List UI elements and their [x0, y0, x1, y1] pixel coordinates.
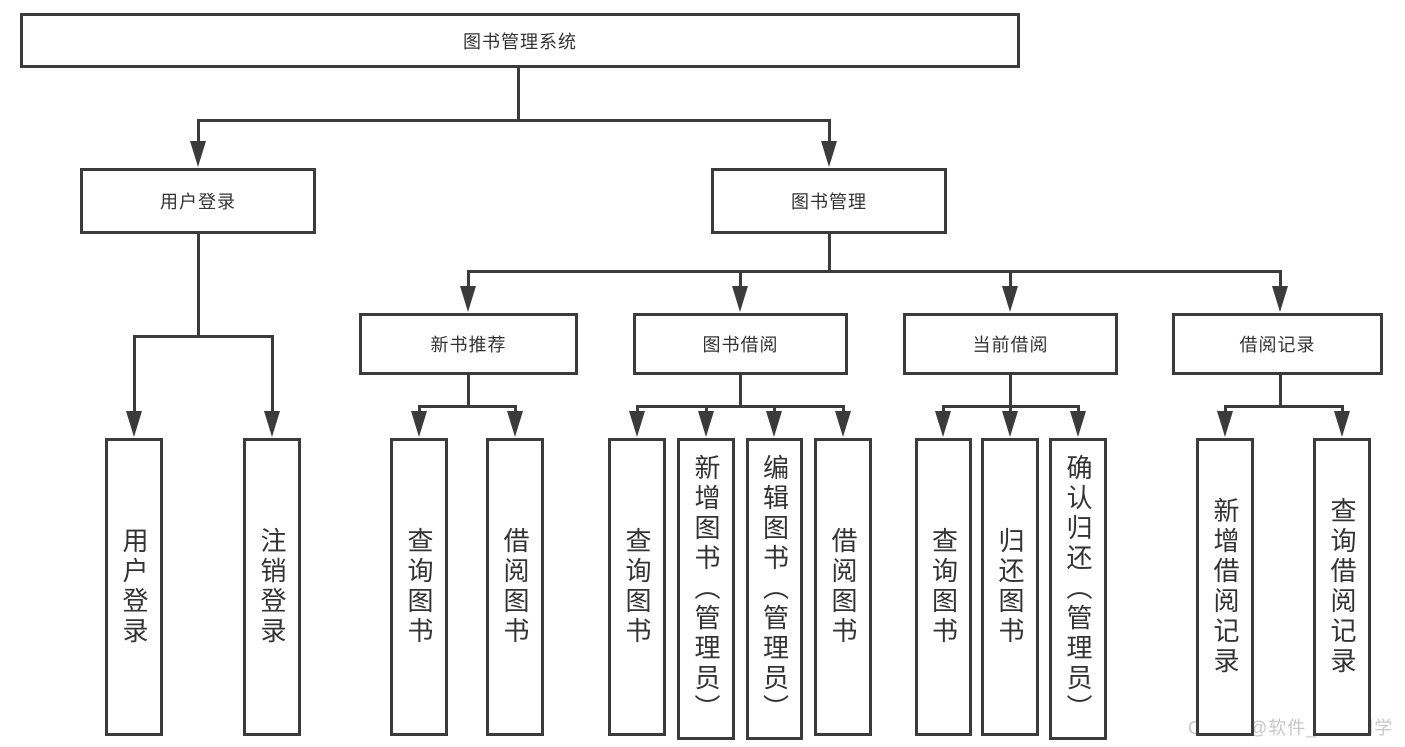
- connector-stem: [196, 234, 200, 336]
- connector-stem: [827, 234, 831, 271]
- arrow-down-icon: [935, 411, 951, 437]
- node-label: 确认归还（管理员）: [1063, 454, 1093, 724]
- connector-stem: [516, 68, 520, 120]
- node-label: 新增借阅记录: [1210, 497, 1240, 677]
- connector-drop: [1278, 271, 1282, 292]
- node-label: 用户登录: [119, 527, 149, 647]
- node-v-logout: 注销登录: [243, 438, 301, 736]
- arrow-down-icon: [460, 286, 476, 312]
- node-borrowing-records: 借阅记录: [1172, 313, 1383, 375]
- node-label: 当前借阅: [972, 335, 1049, 355]
- connector-stem: [1278, 375, 1282, 406]
- node-book-management: 图书管理: [711, 168, 947, 234]
- connector-bar: [132, 334, 274, 338]
- node-label: 查询借阅记录: [1327, 497, 1357, 677]
- connector-bar: [196, 118, 831, 122]
- arrow-down-icon: [411, 411, 427, 437]
- node-v-query-book-1: 查询图书: [390, 438, 448, 736]
- node-label: 查询图书: [928, 527, 959, 647]
- node-new-book-recommend: 新书推荐: [359, 313, 578, 375]
- arrow-down-icon: [507, 411, 523, 437]
- node-book-borrowing: 图书借阅: [633, 313, 848, 375]
- connector-stem: [738, 375, 742, 406]
- connector-stem: [466, 375, 470, 406]
- node-label: 用户登录: [160, 192, 236, 212]
- node-v-borrow-book-2: 借阅图书: [814, 438, 872, 736]
- connector-drop: [466, 271, 470, 292]
- arrow-down-icon: [1334, 411, 1350, 437]
- arrow-down-icon: [732, 286, 748, 312]
- connector-bar: [635, 404, 845, 408]
- node-v-edit-book: 编辑图书（管理员）: [746, 438, 803, 740]
- node-v-query-book-3: 查询图书: [915, 438, 972, 736]
- node-label: 新增图书（管理员）: [691, 454, 721, 724]
- node-v-add-record: 新增借阅记录: [1196, 438, 1254, 736]
- connector-drop: [827, 120, 831, 147]
- node-v-query-record: 查询借阅记录: [1313, 438, 1371, 736]
- node-v-user-login: 用户登录: [105, 438, 163, 736]
- node-label: 新书推荐: [430, 335, 507, 355]
- arrow-down-icon: [1002, 411, 1018, 437]
- node-label: 查询图书: [622, 527, 652, 647]
- node-v-borrow-book-1: 借阅图书: [486, 438, 544, 736]
- connector-bar: [1223, 404, 1344, 408]
- arrow-down-icon: [1217, 411, 1233, 437]
- node-v-confirm-return: 确认归还（管理员）: [1049, 438, 1107, 740]
- connector-drop: [270, 336, 274, 417]
- node-label: 注销登录: [257, 527, 287, 647]
- arrow-down-icon: [1272, 286, 1288, 312]
- arrow-down-icon: [629, 411, 645, 437]
- arrow-down-icon: [821, 141, 837, 167]
- node-v-add-book: 新增图书（管理员）: [677, 438, 735, 740]
- node-label: 编辑图书（管理员）: [759, 454, 790, 724]
- node-label: 归还图书: [995, 527, 1025, 647]
- connector-drop: [196, 120, 200, 147]
- node-label: 图书借阅: [702, 335, 779, 355]
- arrow-down-icon: [1002, 286, 1018, 312]
- node-label: 图书管理系统: [463, 31, 577, 52]
- node-v-query-book-2: 查询图书: [608, 438, 666, 736]
- arrow-down-icon: [1070, 411, 1086, 437]
- arrow-down-icon: [190, 141, 206, 167]
- node-v-return-book: 归还图书: [981, 438, 1039, 736]
- arrow-down-icon: [835, 411, 851, 437]
- arrow-down-icon: [126, 411, 142, 437]
- node-label: 图书管理: [791, 192, 867, 212]
- node-user-login: 用户登录: [80, 168, 316, 234]
- node-label: 借阅图书: [500, 527, 530, 647]
- connector-bar: [417, 404, 517, 408]
- arrow-down-icon: [264, 411, 280, 437]
- connector-stem: [1008, 375, 1012, 406]
- node-label: 查询图书: [404, 527, 434, 647]
- node-root: 图书管理系统: [20, 13, 1020, 68]
- arrow-down-icon: [766, 411, 782, 437]
- arrow-down-icon: [698, 411, 714, 437]
- connector-drop: [1008, 271, 1012, 292]
- node-label: 借阅记录: [1239, 335, 1316, 355]
- node-label: 借阅图书: [828, 527, 858, 647]
- connector-drop: [738, 271, 742, 292]
- connector-drop: [132, 336, 136, 417]
- node-current-borrowing: 当前借阅: [903, 313, 1118, 375]
- connector-bar: [466, 269, 1282, 273]
